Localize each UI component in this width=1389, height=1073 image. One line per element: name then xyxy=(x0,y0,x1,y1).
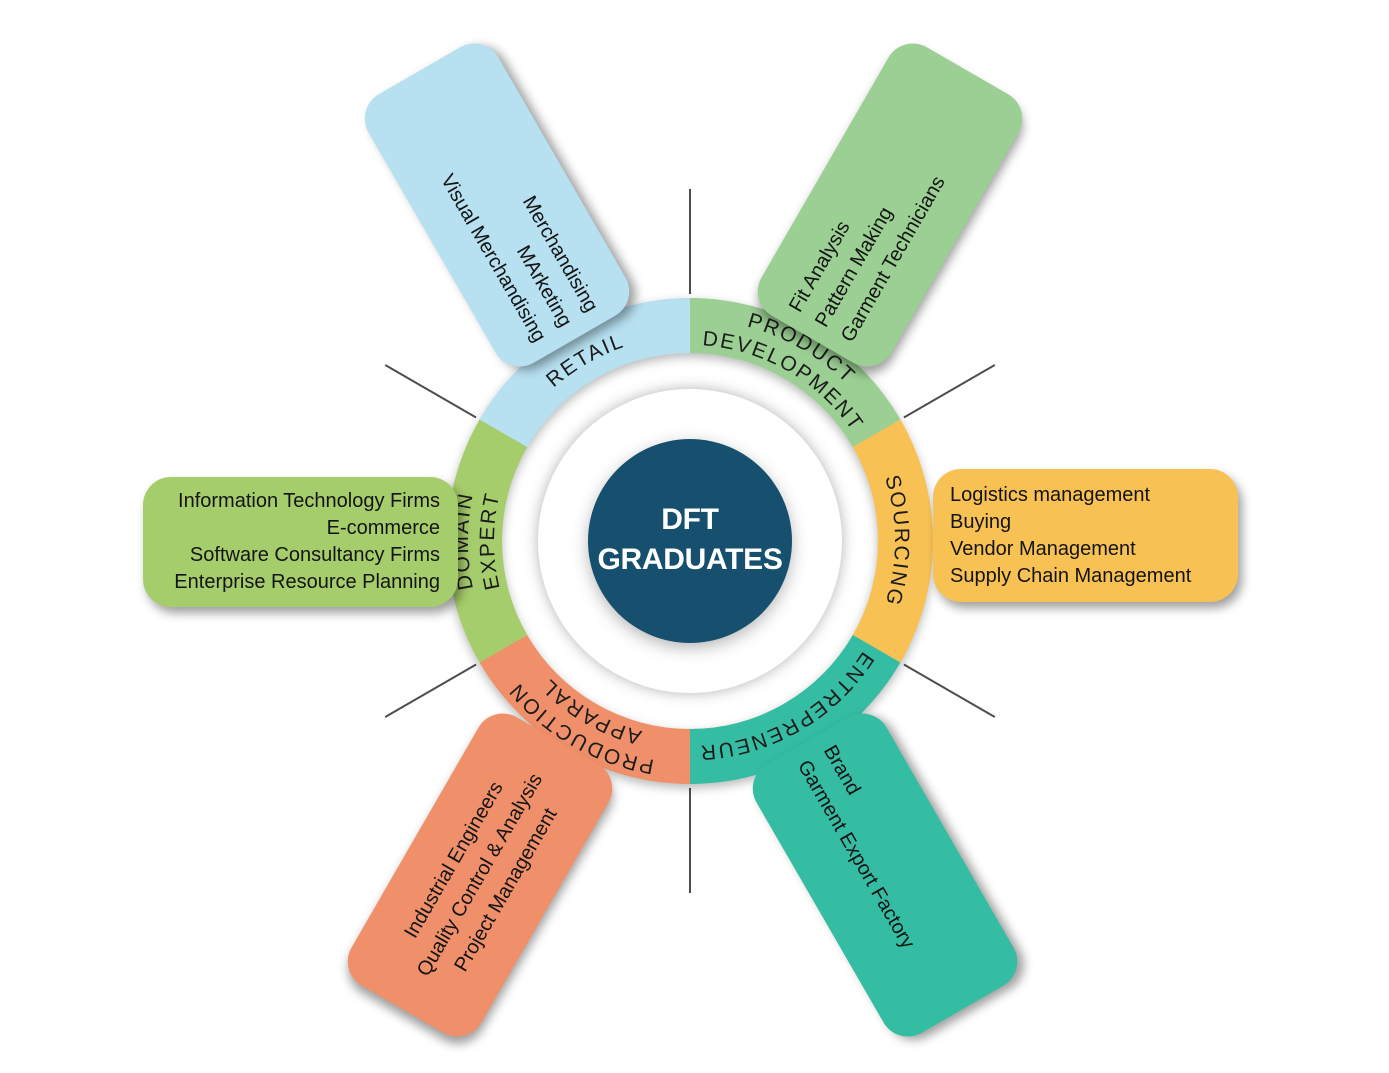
callout-line: E-commerce xyxy=(326,517,440,539)
center-title-line2: GRADUATES xyxy=(597,543,782,576)
callout-line: Vendor Management xyxy=(950,537,1136,560)
divider-lower-right xyxy=(903,663,996,718)
callout-line: Information Technology Firms xyxy=(178,490,440,512)
segment-divider-lines xyxy=(384,189,996,893)
segment-domain-expert xyxy=(447,419,528,663)
callout-line: Enterprise Resource Planning xyxy=(174,571,440,593)
segment-sourcing xyxy=(852,419,933,663)
callout-line: Buying xyxy=(950,510,1012,533)
center-hub-circle xyxy=(588,439,792,643)
segment-entrepreneur xyxy=(690,635,901,784)
wheel-segments xyxy=(447,298,933,784)
callout-domain-expert: Information Technology Firms E-commerce … xyxy=(143,477,458,607)
divider-lower-left xyxy=(384,663,477,718)
segment-retail xyxy=(479,298,690,447)
callout-line: Supply Chain Management xyxy=(950,564,1192,587)
divider-upper-right xyxy=(903,364,996,419)
center-title-line1: DFT xyxy=(661,503,718,536)
segment-apparal-production xyxy=(479,635,690,784)
callout-sourcing: Logistics management Buying Vendor Manag… xyxy=(933,469,1238,602)
callout-line: Software Consultancy Firms xyxy=(189,544,440,566)
callout-line: Logistics management xyxy=(950,483,1151,506)
segment-product-development xyxy=(690,298,901,447)
divider-upper-left xyxy=(384,364,477,419)
